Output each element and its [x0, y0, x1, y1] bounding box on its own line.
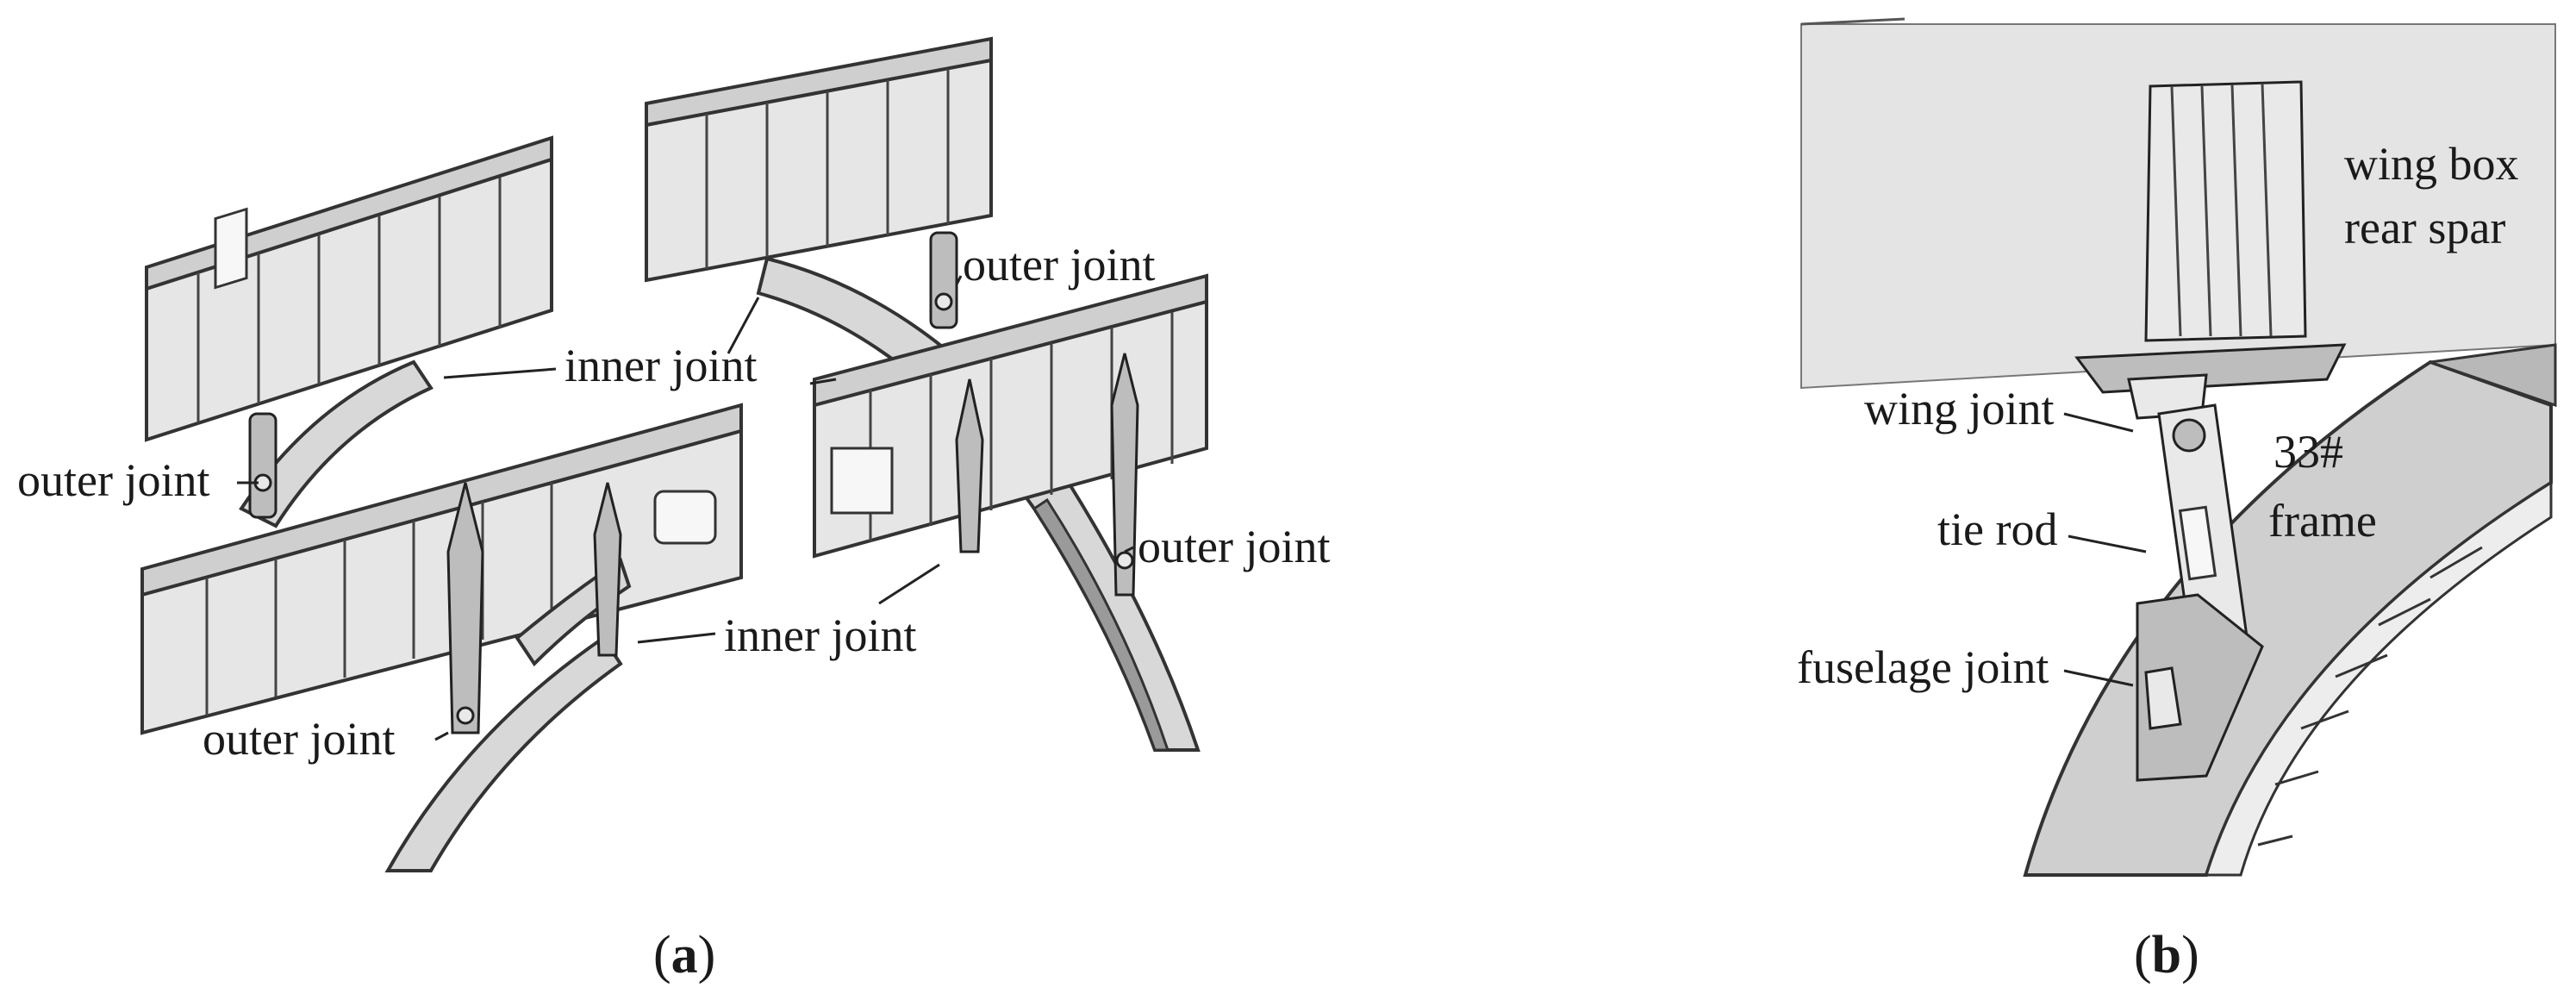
label-outer-joint-top-right: outer joint	[963, 239, 1155, 291]
panel-a-leaders	[237, 275, 1134, 741]
caption-b: (b)	[2134, 926, 2199, 984]
fuselage-fitting	[2136, 593, 2264, 782]
upper-right-beam	[645, 36, 993, 283]
frame-arc-left-upper	[239, 359, 433, 528]
panel-b: wing box rear spar wing joint 33# frame …	[1797, 17, 2557, 984]
label-outer-joint-right-mid: outer joint	[1138, 521, 1330, 572]
caption-a: (a)	[653, 926, 715, 984]
lower-right-beam	[813, 273, 1208, 559]
label-outer-joint-left: outer joint	[17, 454, 209, 506]
label-wing-box: wing box	[2344, 138, 2519, 190]
panel-b-leaders	[2063, 412, 2147, 687]
label-rear-spar: rear spar	[2344, 202, 2505, 253]
frame-arc-lower	[384, 635, 623, 872]
lower-left-beam	[140, 403, 743, 735]
label-fuselage-joint: fuselage joint	[1797, 641, 2049, 693]
label-wing-joint: wing joint	[1864, 383, 2055, 434]
label-33-number: 33#	[2273, 426, 2343, 478]
frame-ribs	[2257, 546, 2483, 847]
label-inner-joint-lower: inner joint	[724, 609, 916, 661]
label-tie-rod: tie rod	[1937, 503, 2057, 555]
wing-fitting	[2074, 80, 2347, 420]
upper-left-beam	[145, 135, 553, 442]
label-outer-joint-bottom: outer joint	[203, 713, 395, 765]
label-frame: frame	[2268, 495, 2377, 547]
label-inner-joint-upper: inner joint	[564, 340, 757, 391]
joint-fittings	[248, 231, 1139, 734]
panel-a: outer joint inner joint outer joint oute…	[17, 36, 1330, 984]
